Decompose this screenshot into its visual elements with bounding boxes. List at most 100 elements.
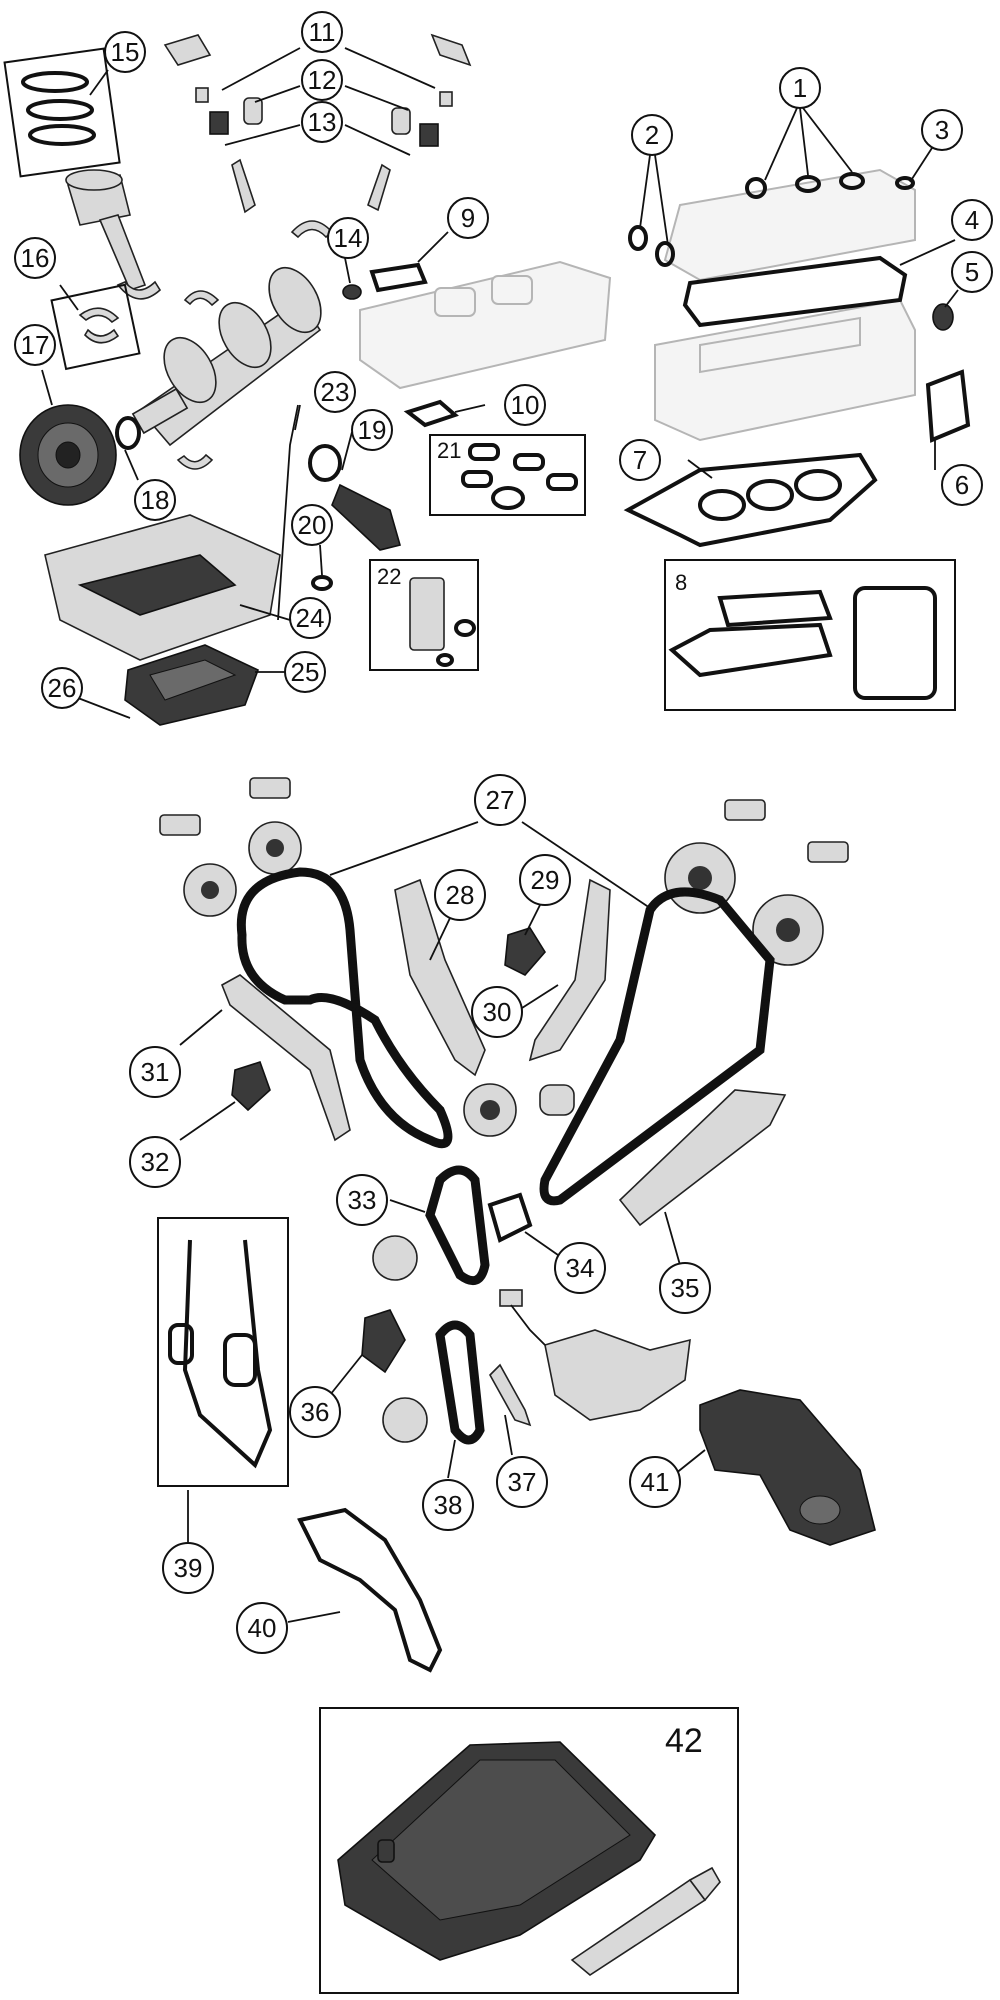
svg-text:35: 35 [671, 1273, 700, 1303]
callout-20: 20 [291, 504, 333, 546]
svg-text:33: 33 [348, 1185, 377, 1215]
svg-text:39: 39 [174, 1553, 203, 1583]
callout-34: 34 [554, 1242, 606, 1294]
callout-7: 7 [619, 439, 661, 481]
svg-text:5: 5 [965, 257, 979, 287]
svg-text:34: 34 [566, 1253, 595, 1283]
svg-text:3: 3 [935, 115, 949, 145]
right-timing-chain-links [540, 888, 774, 1205]
svg-text:10: 10 [511, 390, 540, 420]
callout-18: 18 [134, 479, 176, 521]
callout-23: 23 [314, 371, 356, 413]
cam-phasers [183, 821, 824, 966]
head-gasket-bore-a [698, 489, 746, 521]
callout-5: 5 [951, 251, 993, 293]
crankshaft [131, 266, 322, 447]
callout-14: 14 [327, 217, 369, 259]
svg-text:30: 30 [483, 997, 512, 1027]
timing-cover-gasket-box [157, 1217, 289, 1487]
exhaust-gasket [925, 369, 971, 443]
callout-10: 10 [504, 384, 546, 426]
head-gasket-bore-c [794, 469, 842, 501]
left-timing-chain-links [237, 868, 452, 1148]
svg-text:38: 38 [434, 1490, 463, 1520]
valve-cover-gasket [682, 255, 908, 328]
callout-27: 27 [474, 774, 526, 826]
svg-text:12: 12 [308, 65, 337, 95]
lash-adjusters [195, 87, 453, 107]
callout-33: 33 [336, 1174, 388, 1226]
intake-seal-label: 21 [437, 438, 461, 463]
oil-filter-housing-seal [308, 444, 342, 482]
spark-plug-tube-seal-b [655, 241, 675, 267]
svg-text:32: 32 [141, 1147, 170, 1177]
oil-pan [337, 1741, 657, 1961]
svg-text:36: 36 [301, 1397, 330, 1427]
throttle-body-gasket [403, 399, 459, 428]
gasket-set-box [664, 559, 956, 711]
lower-oil-pan [124, 644, 260, 726]
intake-plenum-gasket [369, 262, 428, 293]
callout-36: 36 [289, 1386, 341, 1438]
svg-text:37: 37 [508, 1467, 537, 1497]
callout-12: 12 [301, 59, 343, 101]
svg-text:13: 13 [308, 107, 337, 137]
crank-sprocket [463, 1083, 575, 1137]
oil-fill-seal [895, 176, 915, 190]
callout-30: 30 [471, 986, 523, 1038]
callout-31: 31 [129, 1046, 181, 1098]
right-chain-guide [618, 1089, 787, 1227]
left-chain-tensioner [231, 1061, 271, 1112]
callout-40: 40 [236, 1602, 288, 1654]
svg-text:2: 2 [645, 120, 659, 150]
piston-rings [21, 71, 96, 146]
head-gasket-bore-b [746, 479, 794, 511]
timing-cover-gaskets [168, 1239, 273, 1469]
svg-text:17: 17 [21, 330, 50, 360]
front-main-seal [115, 416, 141, 450]
rocker-arms [163, 33, 472, 67]
leader-lines [41, 47, 959, 1623]
valve-lifters [243, 97, 411, 135]
main-bearing-upper [183, 290, 220, 307]
harmonic-balancer [19, 404, 117, 506]
chain-tensioner [504, 927, 546, 976]
svg-text:41: 41 [641, 1467, 670, 1497]
valve-cover-ghost [663, 168, 916, 282]
svg-text:24: 24 [296, 603, 325, 633]
svg-text:11: 11 [309, 17, 336, 47]
crank-seal [342, 284, 362, 300]
cylinder-head-ghost [654, 298, 916, 442]
callout-41: 41 [629, 1456, 681, 1508]
right-timing-chain [539, 887, 775, 1206]
callout-38: 38 [422, 1479, 474, 1531]
upper-oil-pan [44, 514, 281, 661]
callout-2: 2 [631, 114, 673, 156]
right-chain-tensioner-arm [528, 878, 611, 1062]
oil-filter [409, 577, 476, 667]
rod-bearings [78, 307, 120, 344]
svg-text:27: 27 [486, 785, 515, 815]
piston-rings-box [3, 47, 121, 178]
gasket-set-label: 8 [675, 570, 687, 595]
head-gasket [623, 452, 878, 548]
svg-text:31: 31 [141, 1057, 170, 1087]
oil-pan-kit-label: 42 [665, 1722, 703, 1760]
svg-text:25: 25 [291, 657, 320, 687]
oil-filter-box [369, 559, 479, 671]
intake-seal-box [429, 434, 586, 516]
callout-9: 9 [447, 197, 489, 239]
svg-text:4: 4 [965, 205, 979, 235]
svg-text:19: 19 [358, 415, 387, 445]
callout-26: 26 [41, 667, 83, 709]
spark-plug-tube-seal-a [628, 225, 648, 251]
svg-text:26: 26 [48, 673, 77, 703]
oil-pan-kit-box [319, 1707, 739, 1994]
intake-seals [461, 443, 578, 510]
svg-text:40: 40 [248, 1613, 277, 1643]
callout-28: 28 [434, 869, 486, 921]
cam-bolts [159, 777, 849, 863]
svg-text:1: 1 [793, 73, 807, 103]
svg-text:23: 23 [321, 377, 350, 407]
valve-springs [209, 111, 439, 147]
